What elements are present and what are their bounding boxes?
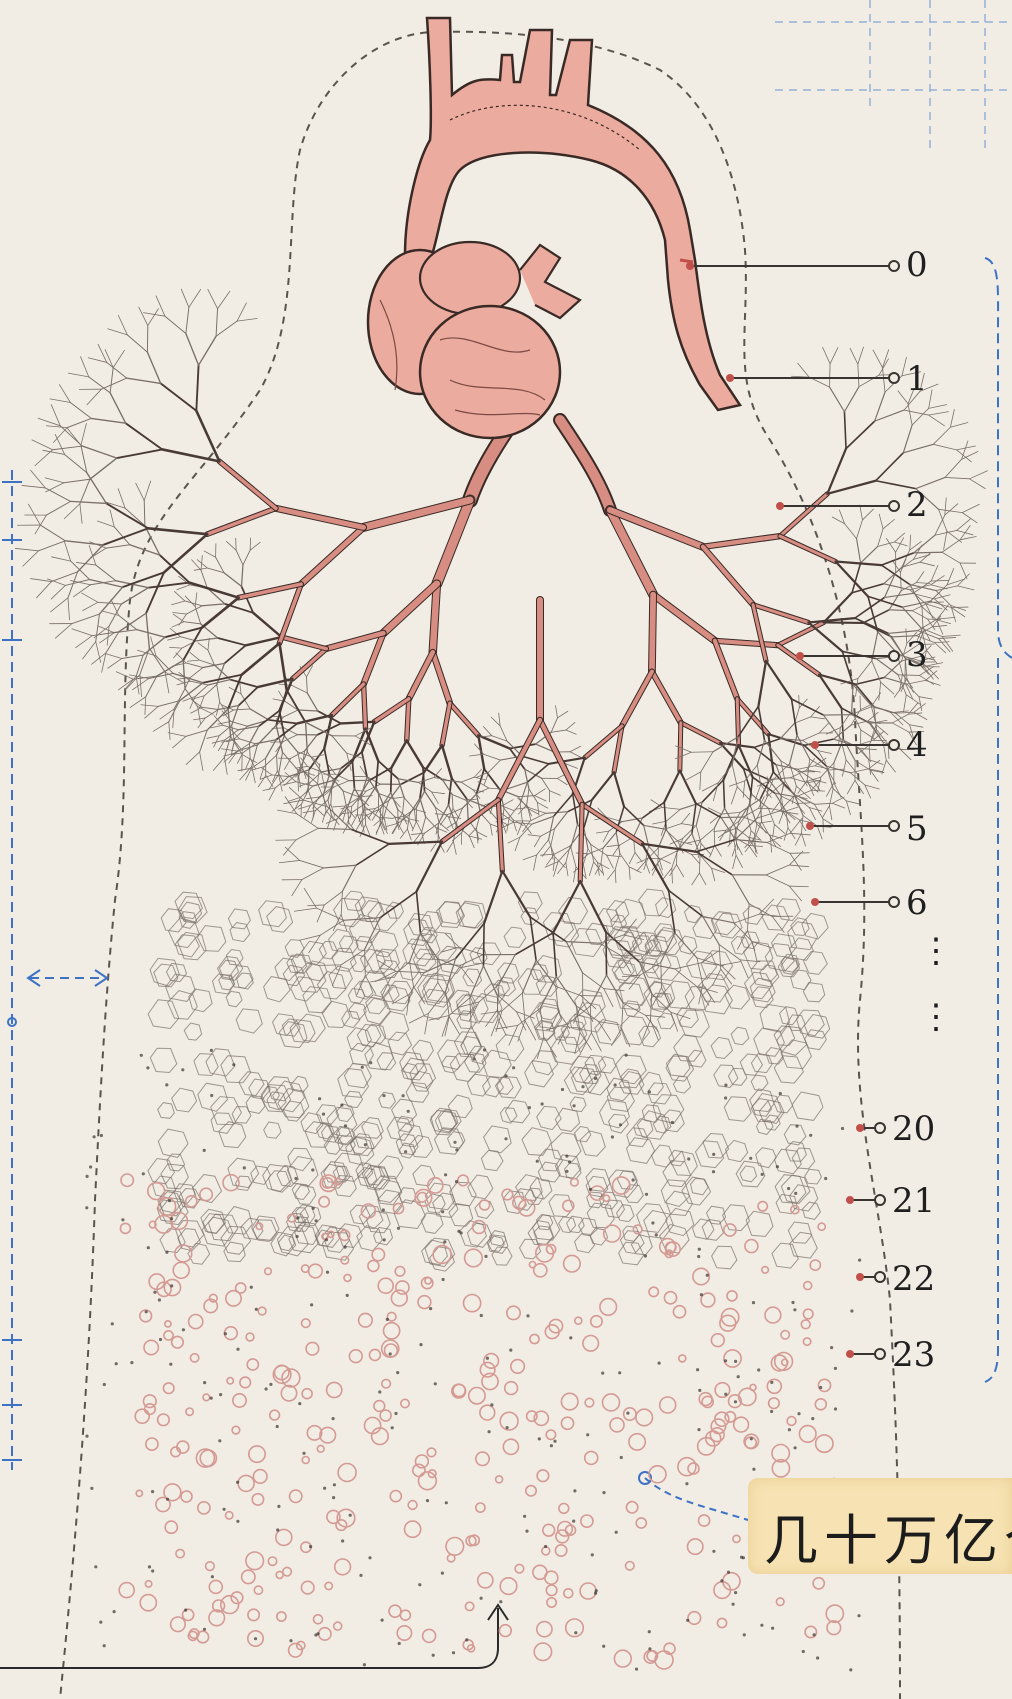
generation-label-3: 3 [906, 635, 928, 675]
blueprint-grid [775, 0, 1012, 150]
generation-label-21: 21 [892, 1181, 935, 1221]
generation-label-2: 2 [906, 485, 928, 525]
generation-label-22: 22 [892, 1259, 935, 1299]
generation-label-1: 1 [906, 359, 928, 399]
callout-leader [645, 1478, 748, 1520]
generation-label-5: 5 [906, 809, 928, 849]
heart [368, 242, 580, 438]
generation-ellipsis-b: ⋮ [919, 997, 953, 1037]
generation-label-20: 20 [892, 1109, 935, 1149]
bottom-arrow [0, 1605, 508, 1668]
cell-count-callout: 几十万亿个 [748, 1478, 1012, 1574]
generation-label-23: 23 [892, 1335, 935, 1375]
left-scale [2, 470, 107, 1470]
right-bracket [985, 258, 1012, 1382]
generation-label-0: 0 [906, 245, 928, 285]
generation-leaders [686, 261, 899, 1359]
generation-label-4: 4 [906, 725, 928, 765]
capillary-network [148, 889, 830, 1271]
cell-field [85, 1048, 861, 1671]
callout-text: 几十万亿个 [764, 1496, 1012, 1574]
generation-ellipsis-a: ⋮ [919, 931, 953, 971]
generation-label-6: 6 [906, 883, 928, 923]
